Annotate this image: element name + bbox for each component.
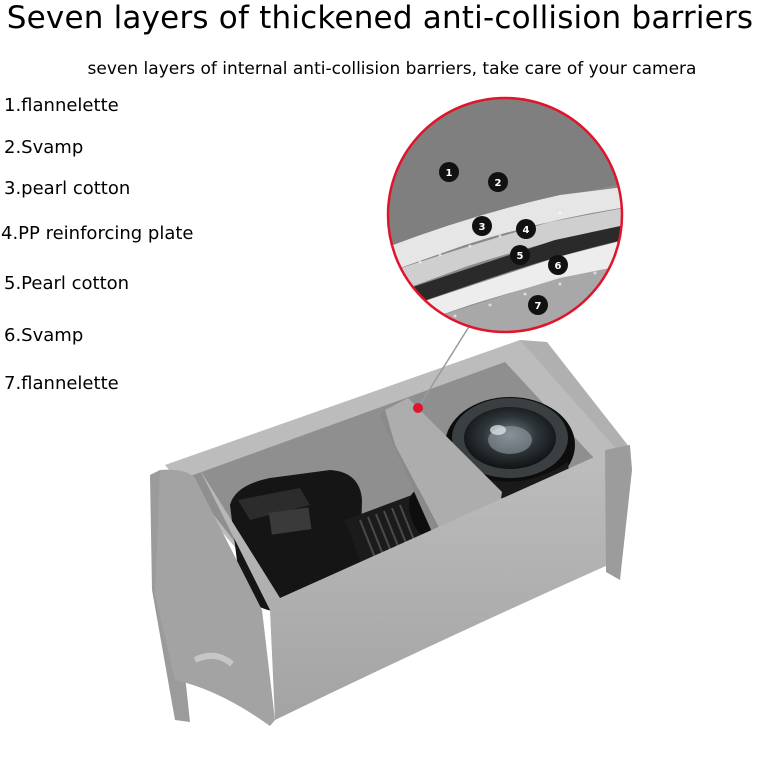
layer-label-4: 4.PP reinforcing plate [1,223,194,244]
divider-edge [380,410,440,532]
layer-marker-3 [472,216,492,236]
layer-marker-2 [488,172,508,192]
velcro-tab [193,652,234,667]
layer-label-1: 1.flannelette [4,95,119,116]
layer-label-6: 6.Svamp [4,325,84,346]
page-subtitle: seven layers of internal anti-collision … [87,59,697,79]
insert-front-left [155,469,275,726]
layer-marker-4 [516,219,536,239]
callout-pin [413,403,423,413]
layer-marker-2-text: 2 [495,178,502,189]
insert-right-edge [605,445,632,580]
callout-line [417,324,471,409]
layer-marker-5 [510,245,530,265]
layer-marker-1 [439,162,459,182]
insert-right-top-edge [520,340,630,462]
layer-marker-6-text: 6 [555,261,562,272]
layer-marker-7-text: 7 [535,301,542,312]
insert-divider [385,398,502,530]
magnifier-ring [386,96,624,334]
insert-front-wall [200,450,610,720]
page-title: Seven layers of thickened anti-collision… [6,0,754,36]
layer-label-2: 2.Svamp [4,137,84,158]
layer-marker-7 [528,295,548,315]
padded-insert [150,340,632,726]
layer-marker-1-text: 1 [446,168,453,179]
layer-marker-5-text: 5 [517,251,524,262]
layer-marker-3-text: 3 [479,222,486,233]
cross-section-magnifier: 1 2 3 4 5 6 7 [386,96,624,334]
layer-label-7: 7.flannelette [4,373,119,394]
layer-label-3: 3.pearl cotton [4,178,131,199]
layer-marker-4-text: 4 [523,225,530,236]
layer-marker-6 [548,255,568,275]
layer-label-5: 5.Pearl cotton [4,273,130,294]
